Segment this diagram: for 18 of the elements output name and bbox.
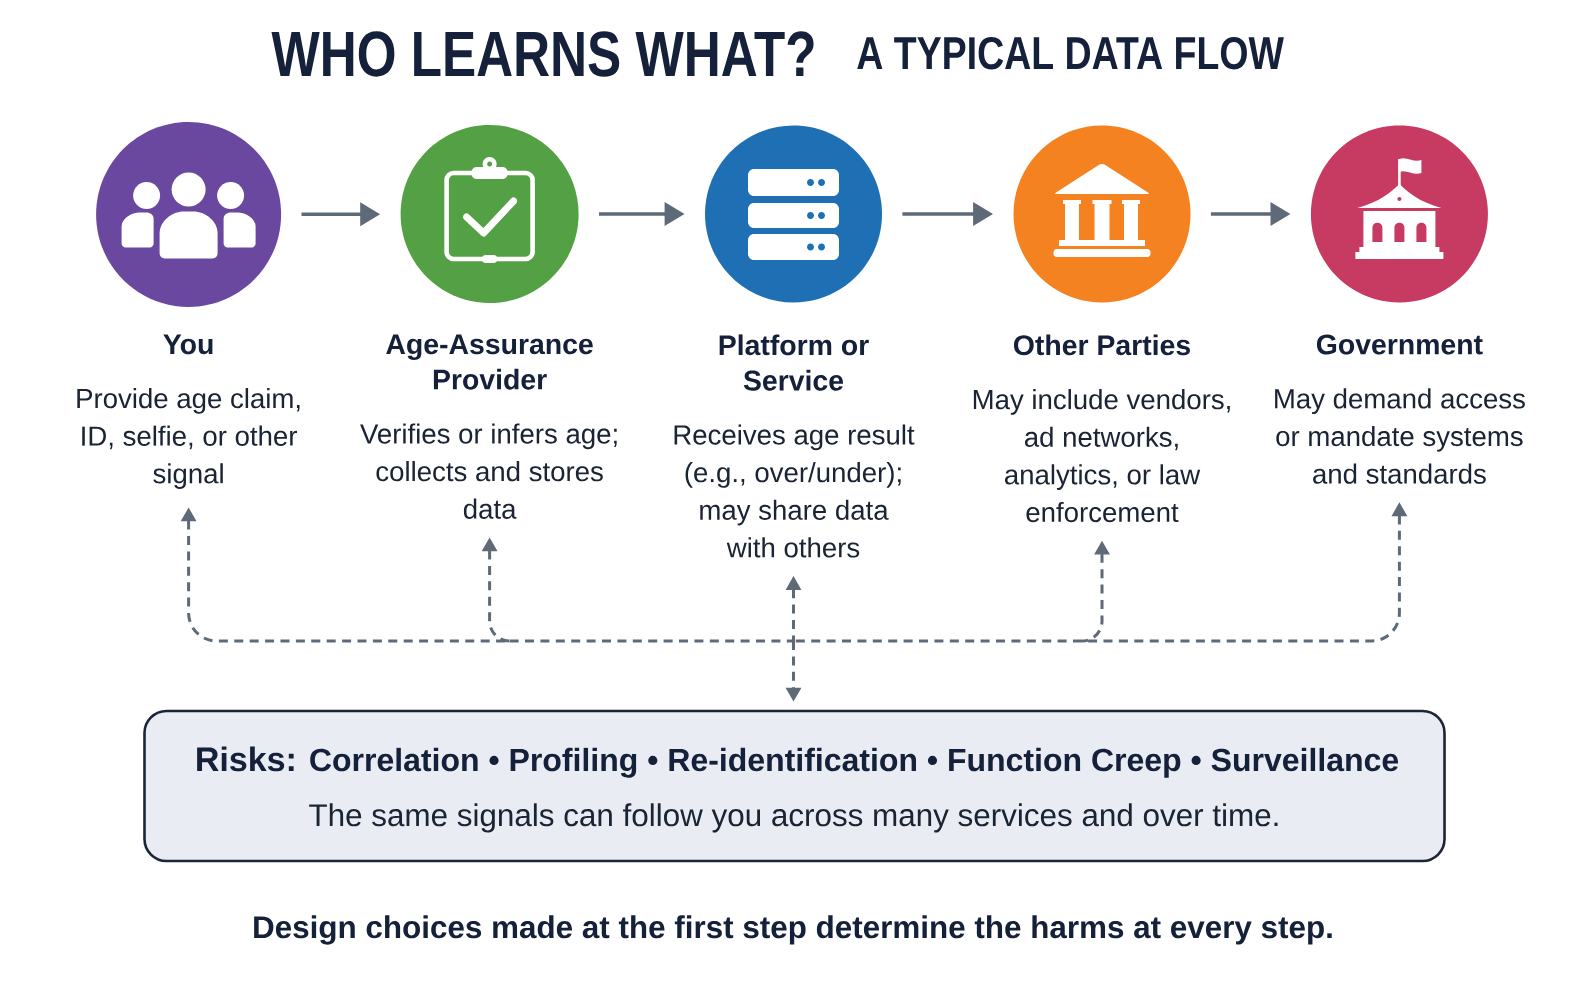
step-description: May include vendors, ad networks, analytics, or law enforcement — [973, 389, 1230, 523]
step-description: Receives age result (e.g., over/under); may share data with others — [674, 424, 915, 558]
step-description: Verifies or infers age; collects and stores data — [360, 423, 617, 519]
caption: Design choices made at the first step determine the harms at every step. — [254, 915, 1332, 945]
step-heading: Government — [1316, 334, 1483, 355]
step-heading: You — [163, 334, 213, 355]
risk-list: Correlation • Profiling • Re-identification • Function Creep • Surveillance — [310, 747, 1399, 778]
dashed-line — [793, 639, 1082, 643]
step-heading: Other Parties — [1014, 334, 1190, 356]
step-heading: Age-Assurance Provider — [386, 334, 593, 390]
subtitle: A TYPICAL DATA FLOW — [857, 36, 1284, 70]
step-description: Provide age claim, ID, selfie, or other signal — [77, 388, 300, 489]
step-description: May demand access or mandate systems and standards — [1275, 388, 1525, 484]
dashed-line — [509, 639, 794, 643]
step-heading: Platform or Service — [719, 334, 869, 391]
title: WHO LEARNS WHAT? — [271, 31, 814, 77]
risk-note: The same signals can follow you across many services and over time. — [309, 803, 1278, 833]
risk-heading: Risks: — [197, 746, 294, 772]
